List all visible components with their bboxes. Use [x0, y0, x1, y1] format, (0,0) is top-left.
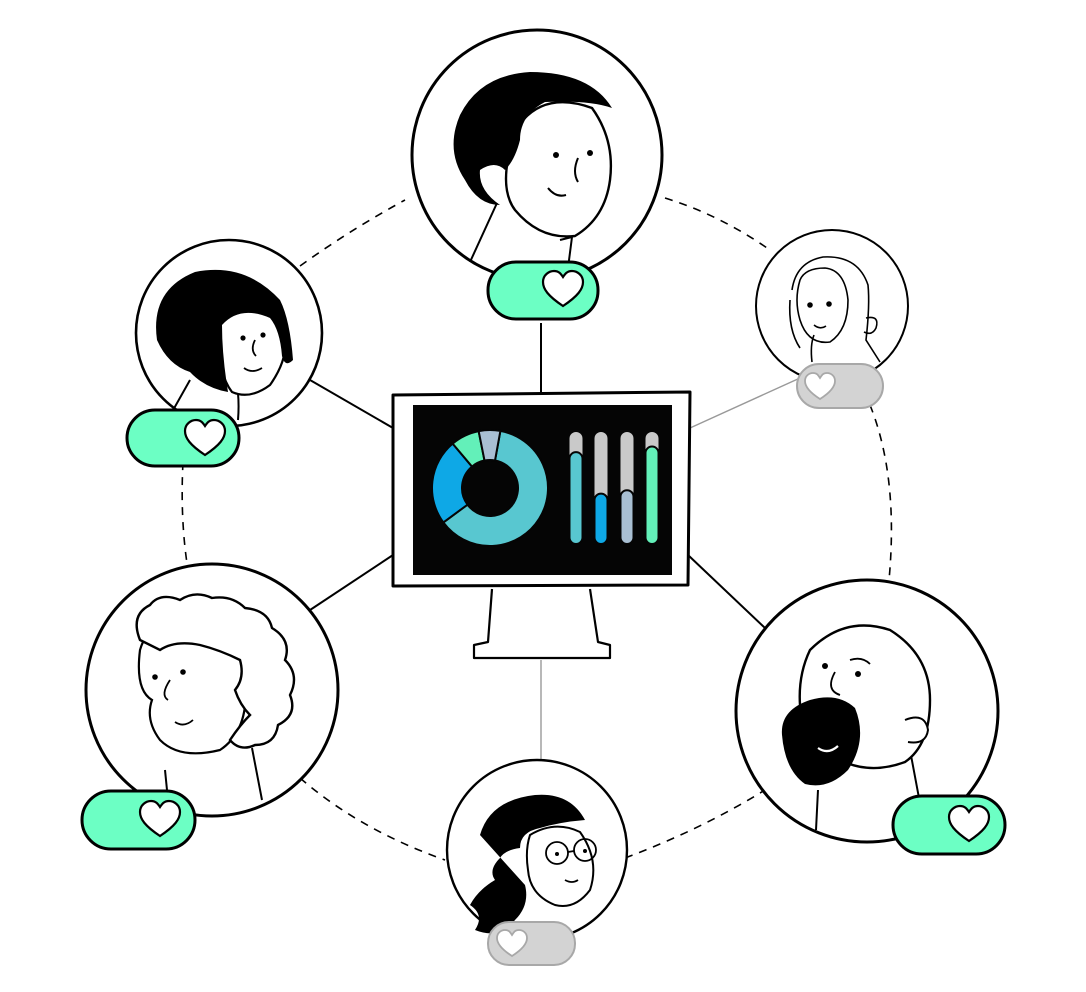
dashed-connection-ring: [181, 197, 893, 861]
like-toggle-top-man[interactable]: [486, 260, 600, 321]
bar-fill: [593, 492, 609, 546]
heart-icon: [183, 418, 227, 457]
like-toggle-left-curly[interactable]: [80, 789, 197, 851]
heart-icon: [138, 799, 182, 838]
bar-fill: [619, 489, 635, 545]
woman-long-hair-icon: [788, 256, 881, 363]
monitor: [391, 390, 692, 660]
man-short-hair-icon: [453, 72, 613, 269]
like-toggle-right-bearded[interactable]: [891, 794, 1007, 856]
bar-chart: [568, 432, 660, 546]
woman-glasses-icon: [470, 794, 597, 934]
heart-icon: [541, 269, 585, 308]
donut-chart: [431, 429, 549, 547]
bar-fill: [644, 445, 660, 545]
heart-icon: [496, 929, 528, 958]
like-toggle-upper-right-woman[interactable]: [796, 363, 884, 409]
monitor-stand: [472, 588, 612, 660]
like-toggle-bottom-woman[interactable]: [487, 921, 576, 966]
donut-segment-teal: [441, 429, 549, 547]
person-upper-right-woman: [755, 229, 909, 383]
donut-segment-slate: [477, 429, 502, 462]
bar-fill: [568, 451, 584, 545]
person-top-man: [410, 28, 664, 282]
connector-spokes: [306, 323, 801, 768]
person-right-bearded: [734, 578, 1000, 844]
heart-icon: [947, 804, 991, 843]
like-toggle-upper-left-woman[interactable]: [125, 408, 241, 468]
bearded-man-icon: [781, 624, 932, 831]
person-bottom-woman: [445, 758, 629, 942]
person-left-curly: [84, 562, 340, 818]
woman-bob-hair-icon: [156, 269, 293, 421]
heart-icon: [804, 372, 836, 401]
person-upper-left-woman: [134, 238, 324, 428]
